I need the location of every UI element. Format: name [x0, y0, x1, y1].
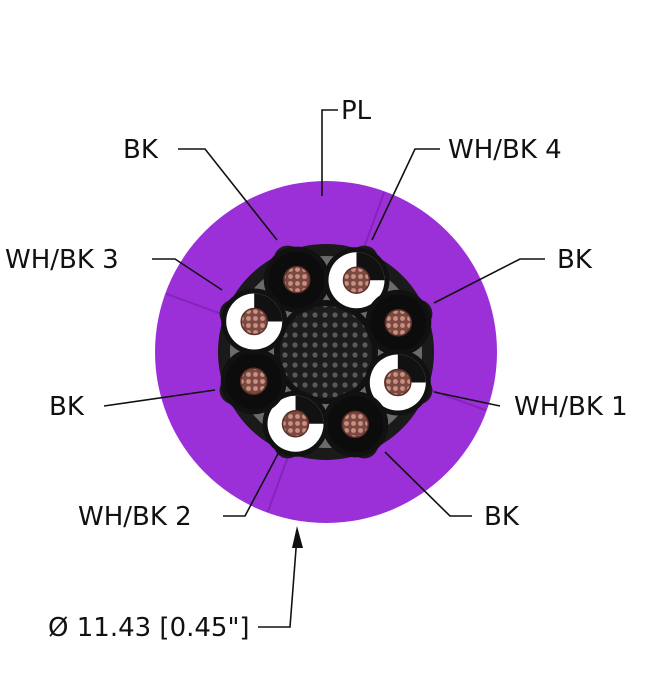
- leader-lines: [103, 109, 545, 628]
- white-core: [262, 390, 329, 457]
- black-core: [263, 246, 330, 313]
- jacket-seam-line: [165, 292, 223, 316]
- white-core: [221, 288, 288, 355]
- black-core: [322, 391, 389, 458]
- label-core-wh-bk-4: WH/BK 4: [448, 135, 562, 165]
- label-outer-diameter: Ø 11.43 [0.45"]: [48, 613, 250, 643]
- label-core-bk-left-lower: BK: [49, 392, 85, 422]
- black-core: [220, 348, 287, 415]
- label-core-bk-right-upper: BK: [557, 245, 593, 275]
- label-core-wh-bk-3: WH/BK 3: [5, 245, 119, 275]
- label-core-wh-bk-1: WH/BK 1: [514, 392, 628, 422]
- label-jacket-color: PL: [341, 96, 372, 126]
- conductors: [220, 246, 432, 458]
- label-core-wh-bk-2: WH/BK 2: [78, 502, 192, 532]
- label-core-bk-bottom-right: BK: [484, 502, 520, 532]
- jacket-seam-line: [266, 455, 290, 513]
- center-braid: [274, 300, 378, 404]
- jacket-seam-line: [362, 191, 386, 249]
- white-core: [323, 247, 390, 314]
- label-core-bk-top-left: BK: [123, 135, 159, 165]
- white-core: [364, 349, 431, 416]
- black-core: [365, 289, 432, 356]
